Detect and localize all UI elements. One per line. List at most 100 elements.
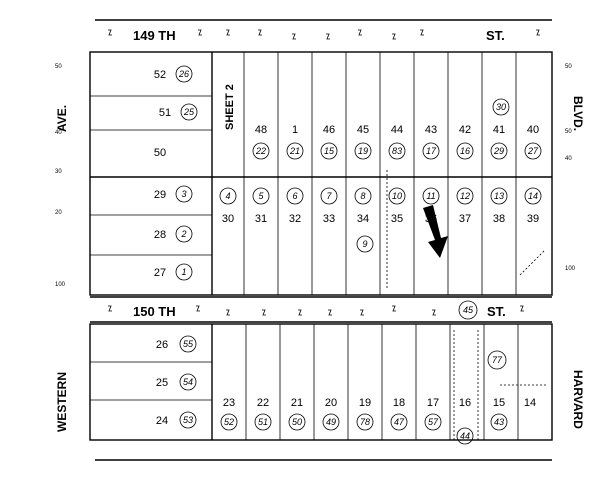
lot-34: 348 [354,187,372,225]
parcel-circle [422,187,440,205]
survey-tick-mark [226,29,230,36]
parcel-circle-number: 11 [426,191,435,201]
parcel-circle-number: 19 [358,146,368,156]
margin-number: 20 [55,210,62,216]
lot-14: 14 [524,397,536,409]
block-a-outline [89,51,553,296]
lot-31: 315 [252,187,270,225]
extra-circle-9: 9 [356,235,374,253]
sheet-label: SHEET 2 [224,84,236,130]
parcel-circle [456,187,474,205]
parcel-circle-number: 15 [324,146,335,156]
survey-tick-mark [198,29,202,36]
parcel-circle-number: 51 [258,417,268,427]
parcel-circle [524,142,542,160]
lot-number: 40 [527,124,539,136]
parcel-circle [179,335,197,353]
parcel-circle [456,427,474,445]
lot-number: 50 [154,147,166,159]
parcel-circle [179,411,197,429]
parcel-circle-number: 52 [224,417,234,427]
lot-number: 43 [425,124,437,136]
lot-number: 17 [427,397,439,409]
parcel-circle-number: 22 [255,146,266,156]
extra-circle-40: 30 [492,98,510,116]
lot-number: 51 [159,107,171,119]
parcel-circle-number: 17 [426,146,437,156]
svg-text:77: 77 [492,355,503,365]
survey-tick-mark [292,33,296,40]
lot-number: 39 [527,213,539,225]
street-tick-marks [108,29,540,316]
parcel-circle-number: 21 [289,146,300,156]
margin-number: 50 [565,129,572,135]
lot-number: 41 [493,124,505,136]
lot-number: 42 [459,124,471,136]
lot-number: 15 [493,397,505,409]
lot-1: 1 21 [286,124,304,160]
margin-number: 40 [55,130,62,136]
lot-number: 1 [292,124,298,136]
lot-number: 44 [391,124,403,136]
parcel-circle [354,142,372,160]
parcel-circle [354,187,372,205]
parcel-circle-number: 10 [392,191,402,201]
parcel-circle-number: 49 [326,417,336,427]
parcel-circle-number: 6 [292,191,297,201]
parcel-circle [219,187,237,205]
survey-tick-mark [298,309,302,316]
parcel-circle [322,413,340,431]
parcel-circle [179,373,197,391]
parcel-circle-number: 57 [428,417,439,427]
parcel-circle-number: 83 [392,146,402,156]
arrow-down-icon [423,205,448,258]
lot-33: 337 [320,187,338,225]
survey-tick-mark [326,33,330,40]
parcel-circle [175,185,193,203]
lot-number: 46 [323,124,335,136]
lot-number: 14 [524,397,536,409]
block-a-bottom-lots: 30431532633734835103611371238133914 [219,187,542,225]
survey-tick-mark [392,33,396,40]
lot-44: 44 83 [388,124,406,160]
survey-tick-mark [196,305,200,312]
street-label-149th-st: ST. [486,28,505,43]
lot-number: 29 [154,189,166,201]
parcel-circle-number: 54 [183,377,193,387]
lot-50: 50 [154,147,166,159]
parcel-circle [490,187,508,205]
parcel-circle-number: 26 [178,69,189,79]
street-label-western: WESTERN [55,372,69,432]
parcel-circle [175,65,193,83]
lot-number: 45 [357,124,369,136]
lot-30: 304 [219,187,237,225]
street-label-149th: 149 TH [133,28,176,43]
parcel-circle [252,142,270,160]
lot-number: 27 [154,267,166,279]
lot-number: 32 [289,213,301,225]
lot-number: 24 [156,415,168,427]
survey-tick-mark [392,305,396,312]
margin-number: 100 [55,282,66,288]
parcel-circle-number: 78 [360,417,370,427]
lot-number: 21 [291,397,303,409]
margin-number: 50 [565,64,572,70]
